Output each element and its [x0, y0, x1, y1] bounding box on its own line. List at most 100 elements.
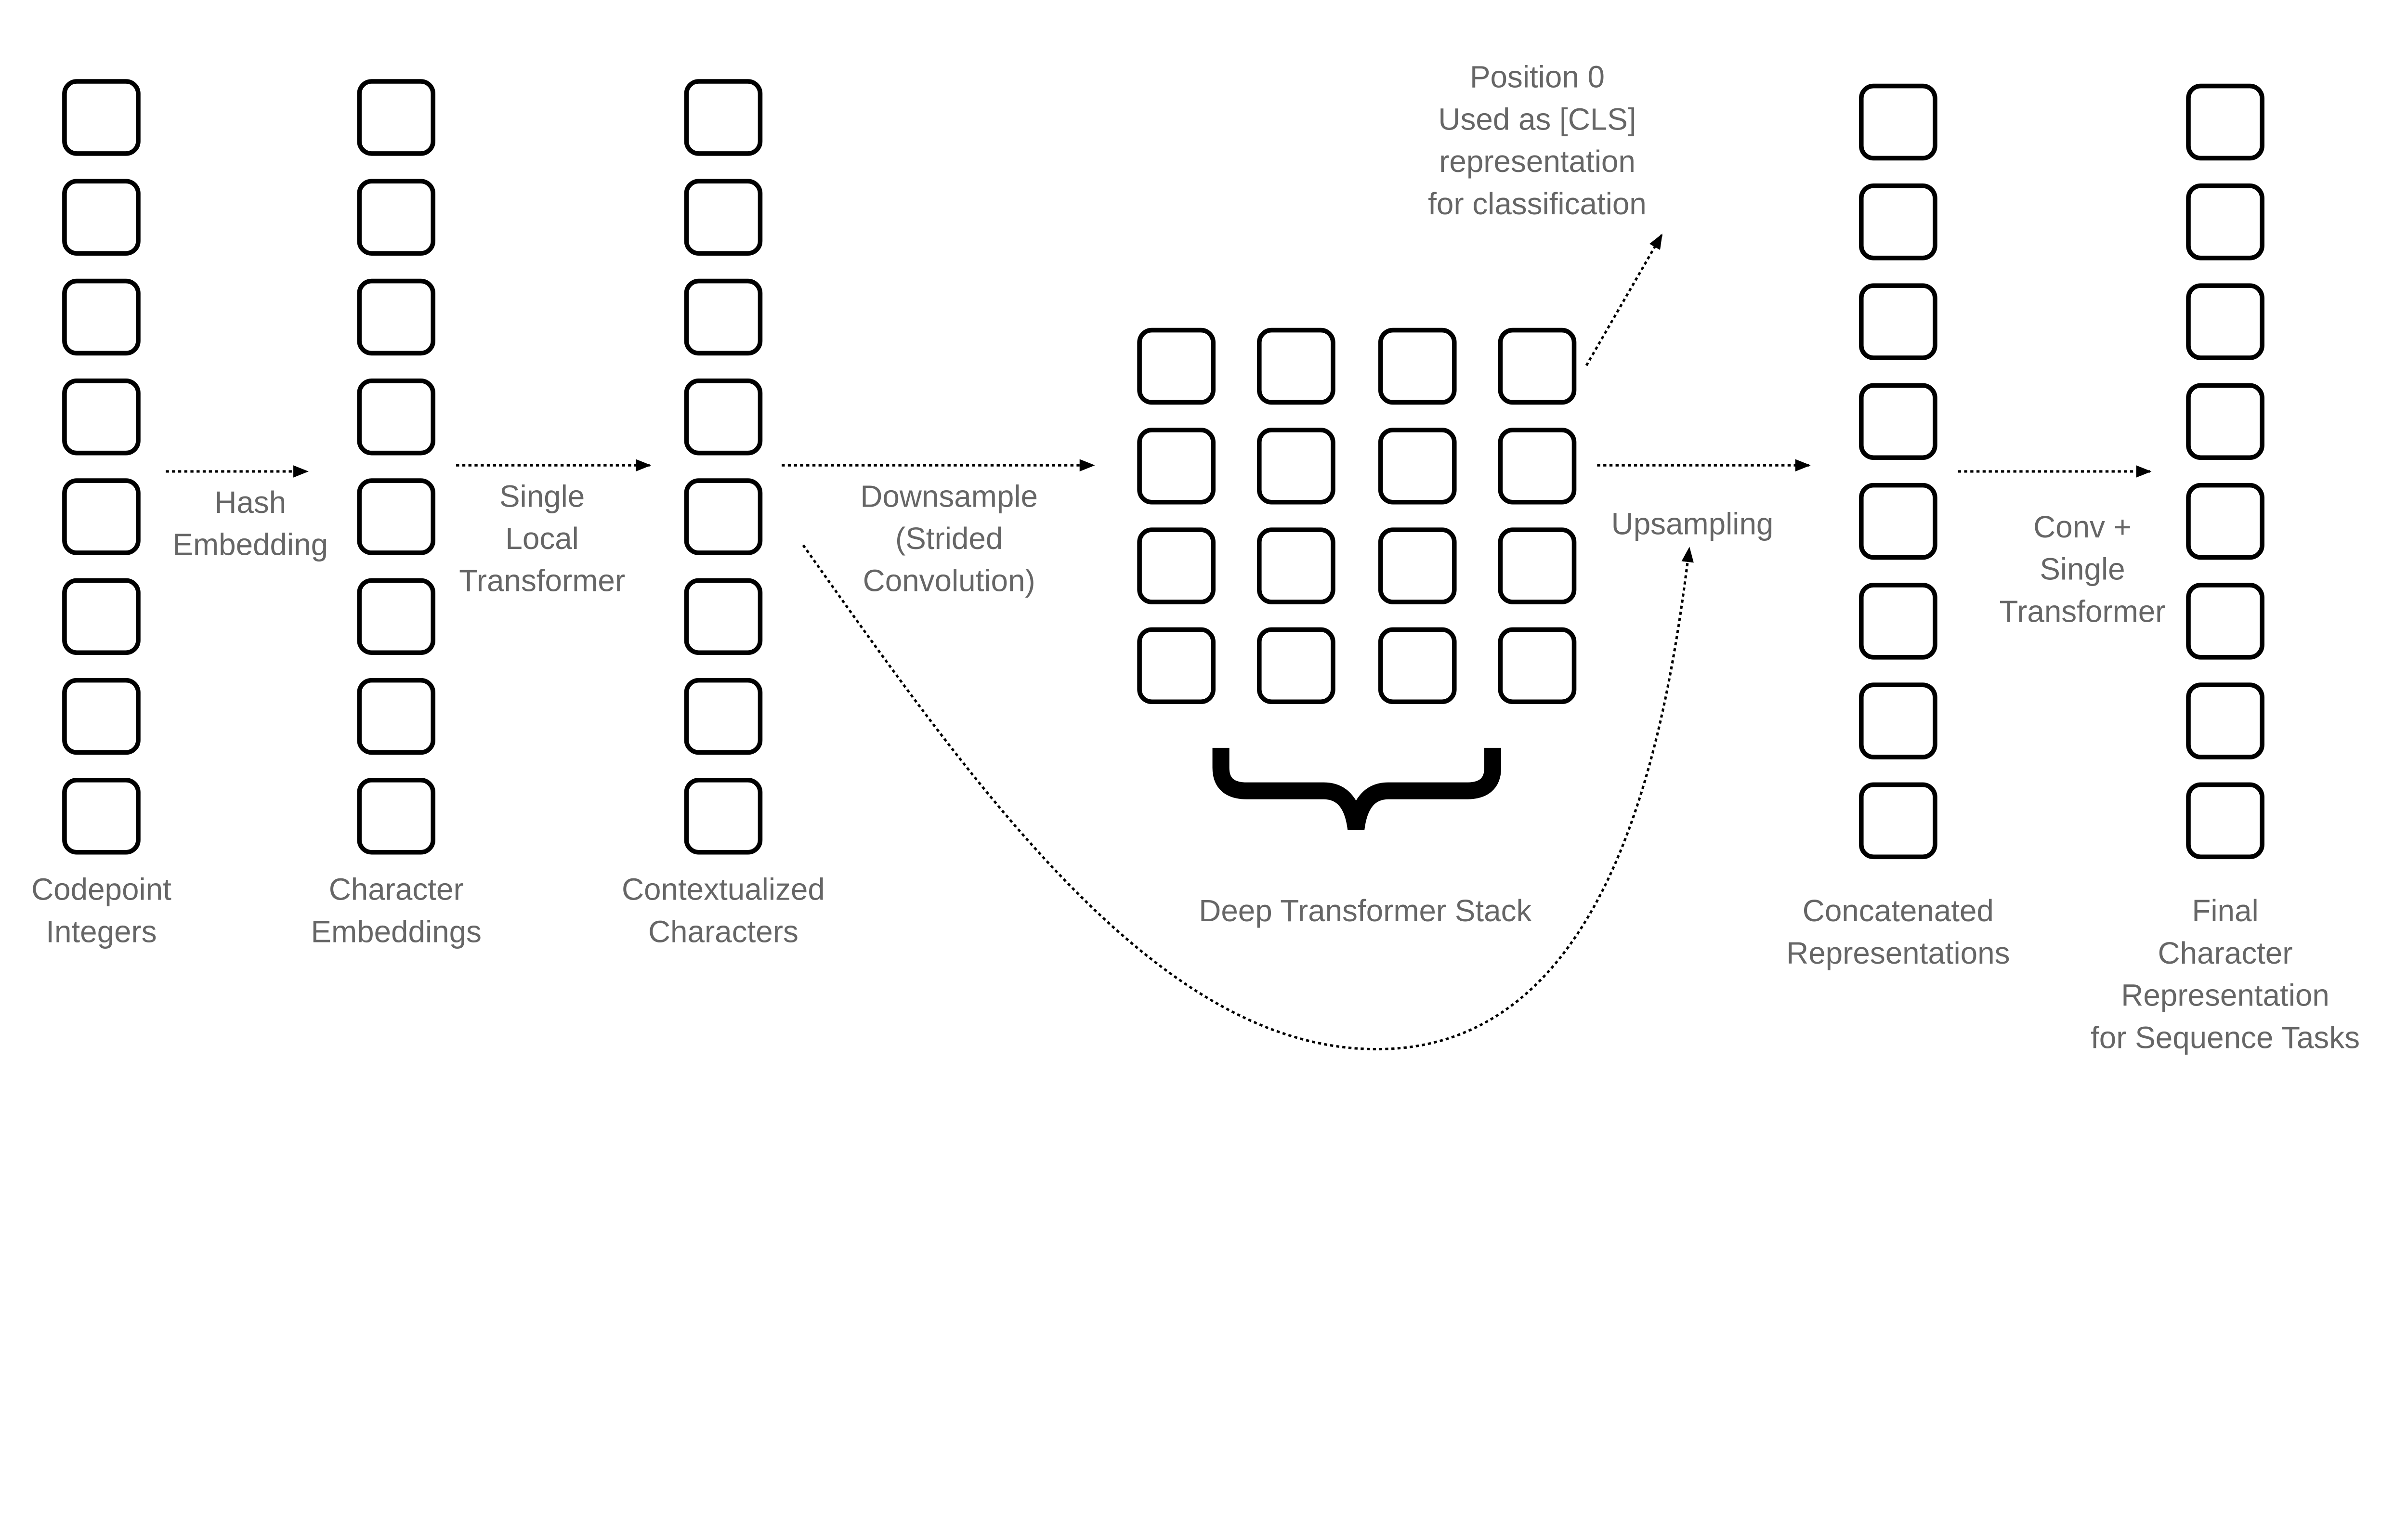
- label-cls-note-line: Used as [CLS]: [1438, 102, 1636, 136]
- label-cls-note-line: representation: [1439, 144, 1636, 179]
- label-single-local-transformer-line: Transformer: [459, 563, 625, 598]
- transformer-cell: [1378, 627, 1457, 705]
- transformer-cell: [1378, 527, 1457, 604]
- embedding-cell: [684, 179, 763, 256]
- label-conv-single-transformer-line: Transformer: [2000, 594, 2166, 628]
- label-deep-transformer-stack-line: Deep Transformer Stack: [1199, 893, 1531, 928]
- label-single-local-transformer-line: Single: [499, 479, 585, 513]
- label-upsampling: Upsampling: [1611, 507, 1774, 541]
- embedding-cell: [2186, 283, 2264, 360]
- transformer-cell: [1498, 527, 1577, 604]
- label-hash-embedding-line: Hash: [214, 485, 286, 520]
- label-conv-single-transformer-line: Conv +: [2033, 510, 2132, 544]
- transformer-cell: [1378, 428, 1457, 505]
- label-conv-single-transformer-line: Single: [2040, 552, 2125, 587]
- column-concatenated-representations: [1859, 83, 1937, 860]
- transformer-cell: [1257, 327, 1335, 405]
- embedding-cell: [684, 379, 763, 456]
- embedding-cell: [2186, 483, 2264, 560]
- deep-transformer-grid: [1137, 327, 1577, 705]
- embedding-cell: [2186, 183, 2264, 261]
- label-final-character-representation-line: Final: [2192, 893, 2258, 928]
- embedding-cell: [357, 379, 436, 456]
- label-cls-note-line: for classification: [1428, 186, 1647, 221]
- embedding-cell: [62, 278, 141, 356]
- embedding-cell: [357, 79, 436, 156]
- embedding-cell: [62, 678, 141, 755]
- embedding-cell: [357, 578, 436, 655]
- label-cls-note-line: Position 0: [1470, 60, 1605, 94]
- curly-brace-icon: [1212, 747, 1502, 831]
- embedding-cell: [1859, 83, 1937, 161]
- embedding-cell: [684, 778, 763, 855]
- label-cls-note: Position 0 Used as [CLS] representation for…: [1428, 60, 1647, 221]
- diagram-shapes: [62, 79, 2264, 1051]
- embedding-cell: [684, 478, 763, 555]
- label-upsampling-line: Upsampling: [1611, 507, 1774, 541]
- embedding-cell: [684, 678, 763, 755]
- label-final-character-representation-line: Character: [2158, 936, 2293, 970]
- embedding-cell: [357, 278, 436, 356]
- embedding-cell: [357, 179, 436, 256]
- arrow-cls: [1585, 234, 1663, 366]
- transformer-cell: [1257, 627, 1335, 705]
- label-contextualized-characters-line: Contextualized: [622, 872, 825, 907]
- label-character-embeddings-line: Character: [329, 872, 464, 907]
- embedding-cell: [62, 478, 141, 555]
- embedding-cell: [1859, 682, 1937, 759]
- embedding-cell: [1859, 782, 1937, 860]
- label-downsample-line: (Strided: [895, 521, 1003, 556]
- arrow-residual-skip: [802, 544, 1694, 1051]
- transformer-cell: [1498, 627, 1577, 705]
- transformer-cell: [1137, 327, 1216, 405]
- embedding-cell: [2186, 383, 2264, 460]
- embedding-cell: [357, 478, 436, 555]
- column-codepoint-integers: [62, 79, 141, 855]
- label-deep-transformer-stack: Deep Transformer Stack: [1199, 893, 1531, 928]
- embedding-cell: [62, 79, 141, 156]
- embedding-cell: [1859, 383, 1937, 460]
- embedding-cell: [62, 778, 141, 855]
- label-codepoint-integers-line: Codepoint: [31, 872, 171, 907]
- transformer-cell: [1257, 428, 1335, 505]
- label-final-character-representation-line: for Sequence Tasks: [2091, 1020, 2360, 1055]
- embedding-cell: [684, 79, 763, 156]
- embedding-cell: [2186, 782, 2264, 860]
- label-contextualized-characters-line: Characters: [648, 914, 798, 949]
- embedding-cell: [62, 578, 141, 655]
- embedding-cell: [1859, 183, 1937, 261]
- label-concatenated-representations-line: Representations: [1786, 936, 2010, 970]
- transformer-cell: [1137, 428, 1216, 505]
- embedding-cell: [357, 678, 436, 755]
- label-single-local-transformer-line: Local: [505, 521, 578, 556]
- embedding-cell: [62, 379, 141, 456]
- label-codepoint-integers-line: Integers: [46, 914, 157, 949]
- label-final-character-representation-line: Representation: [2121, 978, 2329, 1013]
- column-character-embeddings: [357, 79, 436, 855]
- label-hash-embedding-line: Embedding: [172, 527, 328, 562]
- embedding-cell: [1859, 583, 1937, 660]
- column-final-character-representation: [2186, 83, 2264, 860]
- label-downsample-line: Downsample: [860, 479, 1038, 513]
- column-contextualized-characters: [684, 79, 763, 855]
- embedding-cell: [684, 578, 763, 655]
- transformer-cell: [1498, 327, 1577, 405]
- transformer-cell: [1137, 627, 1216, 705]
- embedding-cell: [2186, 583, 2264, 660]
- embedding-cell: [2186, 83, 2264, 161]
- embedding-cell: [1859, 283, 1937, 360]
- transformer-cell: [1498, 428, 1577, 505]
- transformer-cell: [1378, 327, 1457, 405]
- embedding-cell: [357, 778, 436, 855]
